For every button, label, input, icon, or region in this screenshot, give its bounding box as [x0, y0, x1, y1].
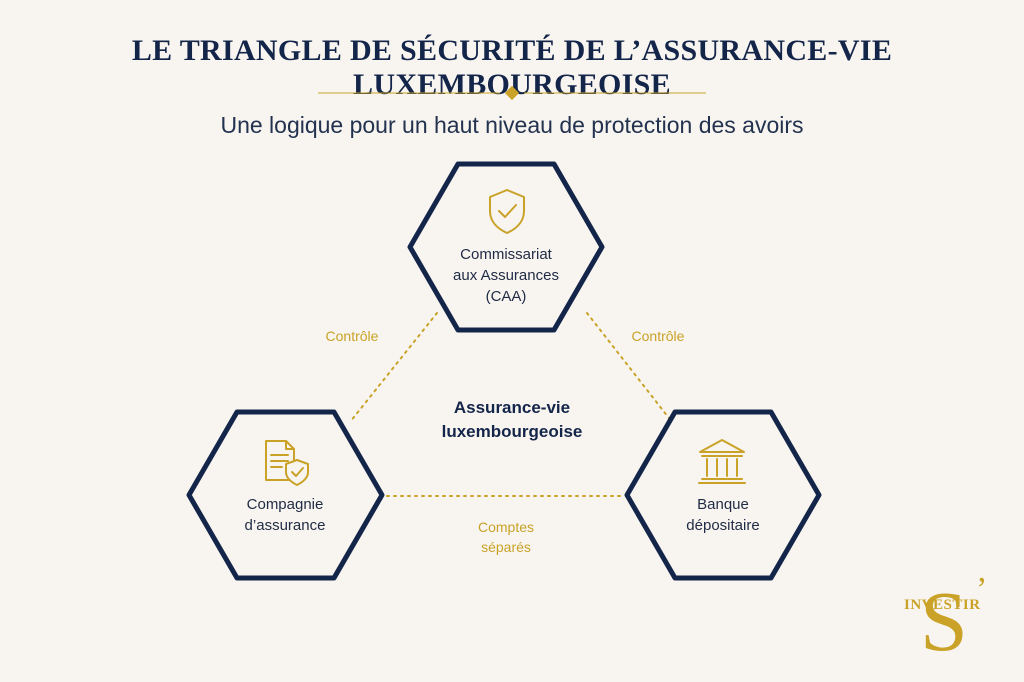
node-compagnie-line-1: Compagnie: [246, 496, 324, 513]
logo-text: INVESTIR: [904, 597, 981, 613]
title-divider: [318, 85, 706, 101]
page-title: LE TRIANGLE DE SÉCURITÉ DE L’ASSURANCE-V…: [131, 34, 893, 101]
node-banque-label: Banque dépositaire: [643, 494, 803, 536]
bank-building-icon: [698, 439, 746, 484]
edge-label-bottom-line-1: Comptes: [477, 519, 535, 535]
logo-apostrophe: ’: [976, 571, 987, 608]
connector-right: [586, 312, 673, 423]
node-banque-line-1: Banque: [697, 496, 749, 513]
node-banque-line-2: dépositaire: [686, 517, 760, 534]
node-caa-label: Commissariat aux Assurances (CAA): [426, 244, 586, 307]
hexagon-caa: [407, 161, 605, 333]
hexagon-compagnie: [186, 409, 385, 581]
edge-label-left: Contrôle: [325, 328, 379, 344]
document-shield-icon: [265, 440, 309, 486]
node-compagnie-line-2: d’assurance: [244, 517, 326, 534]
edge-label-bottom-line-2: séparés: [481, 539, 531, 555]
node-caa-line-3: (CAA): [485, 288, 527, 305]
center-label: Assurance-vie luxembourgeoise: [441, 398, 583, 441]
hexagon-banque: [624, 409, 822, 581]
node-caa-line-2: aux Assurances: [453, 267, 559, 284]
node-caa-line-1: Commissariat: [460, 246, 552, 263]
node-compagnie-label: Compagnie d’assurance: [205, 494, 365, 536]
edge-label-bottom: Comptes séparés: [456, 517, 556, 557]
logo-letter: S: [920, 573, 968, 658]
connector-left: [349, 312, 438, 423]
page-subtitle: Une logique pour un haut niveau de prote…: [220, 112, 804, 138]
shield-check-icon: [489, 189, 525, 234]
sinvestir-logo: S ’: [920, 571, 987, 658]
edge-label-right: Contrôle: [631, 328, 685, 344]
